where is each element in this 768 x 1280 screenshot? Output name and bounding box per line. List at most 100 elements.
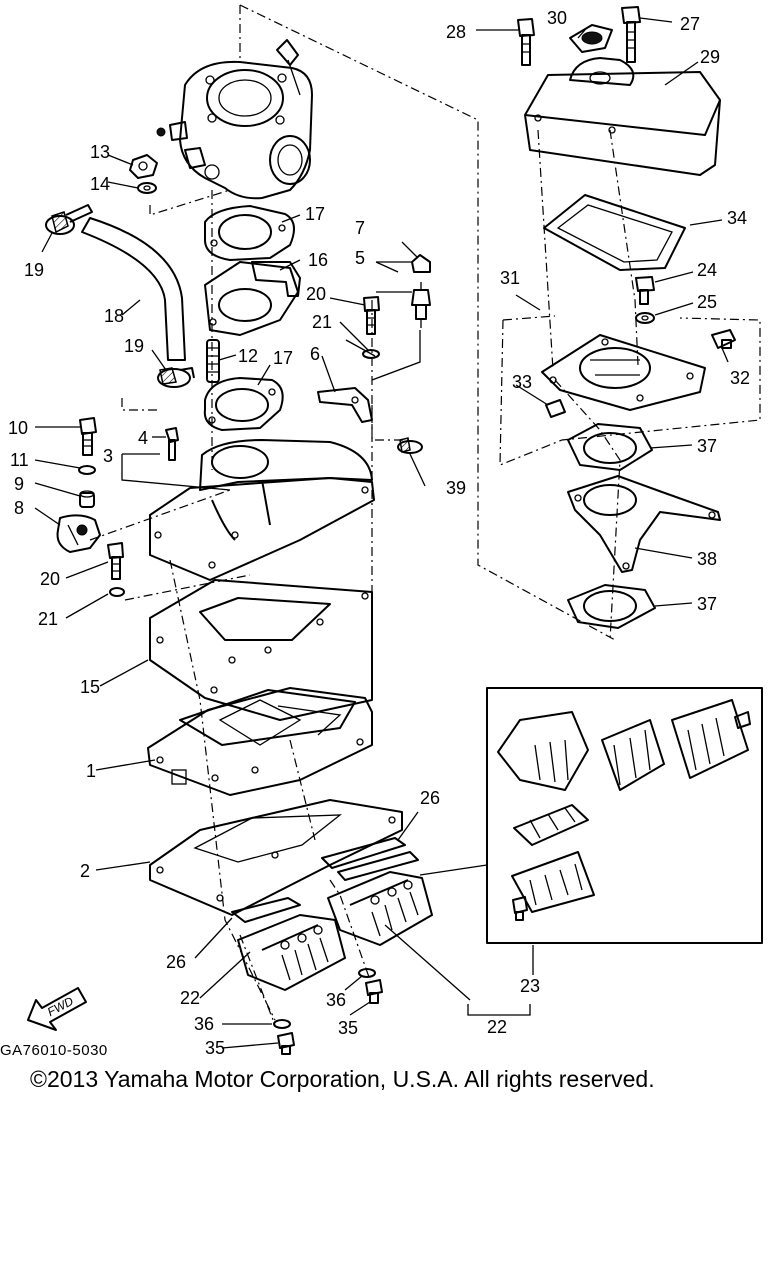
callout-29: 29	[700, 47, 720, 67]
part-19-hose-clamp-lower	[157, 367, 195, 388]
callout-36-right: 36	[326, 990, 346, 1010]
part-14-washer	[137, 182, 157, 194]
part-4-bolt	[165, 427, 179, 461]
part-8-bracket	[56, 514, 101, 553]
callout-14: 14	[90, 174, 110, 194]
callout-5: 5	[355, 248, 365, 268]
part-18-hose	[81, 217, 186, 361]
part-37-gasket-lower	[567, 584, 656, 629]
callout-3: 3	[103, 446, 113, 466]
callout-4: 4	[138, 428, 148, 448]
callout-27: 27	[680, 14, 700, 34]
part-38-bracket	[567, 475, 721, 573]
part-20-bolt-right	[363, 296, 380, 335]
part-15-gasket	[149, 579, 373, 721]
callout-33: 33	[512, 372, 532, 392]
callout-20-left: 20	[40, 569, 60, 589]
part-5-fitting	[411, 282, 431, 328]
part-32-fitting	[711, 329, 736, 349]
callout-35-left: 35	[205, 1038, 225, 1058]
callout-7: 7	[355, 218, 365, 238]
diagram-code: GA76010-5030	[0, 1042, 108, 1059]
callout-21-left: 21	[38, 609, 58, 629]
callout-37-lower: 37	[697, 594, 717, 614]
copyright-notice: ©2013 Yamaha Motor Corporation, U.S.A. A…	[30, 1066, 655, 1092]
part-33-plug	[545, 399, 566, 418]
part-23-kit-inset	[486, 687, 763, 944]
part-37-gasket-upper	[567, 423, 653, 471]
part-21-washer-right	[362, 349, 380, 359]
callout-32: 32	[730, 368, 750, 388]
part-35-screw-left	[277, 1032, 295, 1055]
part-21-washer-left	[109, 587, 125, 597]
part-39-clip	[397, 437, 423, 454]
part-35-screw-right	[365, 979, 383, 1004]
callout-30: 30	[547, 8, 567, 28]
callout-15: 15	[80, 677, 100, 697]
part-24-bolt	[635, 276, 655, 305]
part-10-bolt	[79, 417, 97, 456]
callout-25: 25	[697, 292, 717, 312]
part-2-gasket	[149, 799, 403, 916]
fwd-arrow-icon: FWD	[27, 987, 87, 1031]
callout-2: 2	[80, 861, 90, 881]
callout-22-right: 22	[487, 1017, 507, 1037]
callout-labels: 1 2 3 4 5 6 7 8 9 10 11 12 13 14 15 16 1…	[8, 8, 750, 1058]
part-28-bolt	[517, 18, 535, 66]
part-9-collar	[79, 490, 95, 508]
callout-1: 1	[86, 761, 96, 781]
part-12-stud	[206, 339, 220, 383]
part-26-gasket-right	[321, 837, 419, 881]
callout-26-right: 26	[420, 788, 440, 808]
callout-31: 31	[500, 268, 520, 288]
callout-8: 8	[14, 498, 24, 518]
callout-37-upper: 37	[697, 436, 717, 456]
callout-22-left: 22	[180, 988, 200, 1008]
part-22-reed-valve-left	[237, 914, 346, 991]
part-17-gasket-upper	[204, 205, 295, 261]
part-13-nut	[129, 154, 158, 179]
callout-12: 12	[238, 346, 258, 366]
part-20-bolt-left	[107, 542, 124, 580]
callout-36-left: 36	[194, 1014, 214, 1034]
part-1-housing	[147, 687, 373, 796]
assembly-lines	[89, 4, 639, 1026]
callout-38: 38	[697, 549, 717, 569]
part-31-base	[541, 334, 706, 411]
part-25-washer	[635, 312, 655, 324]
part-27-bolt	[621, 6, 641, 63]
part-31-outline	[499, 315, 761, 466]
callout-17-upper: 17	[305, 204, 325, 224]
callout-21-right: 21	[312, 312, 332, 332]
part-36-washer-left	[273, 1019, 291, 1029]
callout-10: 10	[8, 418, 28, 438]
callout-13: 13	[90, 142, 110, 162]
part-34-gasket	[543, 194, 686, 271]
part-17-gasket-lower	[203, 377, 284, 431]
part-7-cap	[411, 254, 431, 273]
callout-20-right: 20	[306, 284, 326, 304]
part-26-gasket-left	[231, 897, 301, 923]
callout-35-right: 35	[338, 1018, 358, 1038]
callout-28: 28	[446, 22, 466, 42]
part-19-hose-clamp-upper	[45, 204, 93, 235]
part-29-cover	[524, 57, 721, 176]
callout-18: 18	[104, 306, 124, 326]
leader-lines	[34, 17, 729, 1049]
carburetor	[156, 39, 313, 200]
part-3-intake-manifold	[149, 439, 375, 581]
part-16-mounting-plate	[204, 261, 301, 336]
callout-11: 11	[10, 450, 29, 470]
callout-16: 16	[308, 250, 328, 270]
callout-9: 9	[14, 474, 24, 494]
callout-24: 24	[697, 260, 717, 280]
callout-17-lower: 17	[273, 348, 293, 368]
callout-6: 6	[310, 344, 320, 364]
part-30-cap	[569, 24, 613, 53]
callout-23: 23	[520, 976, 540, 996]
callout-39: 39	[446, 478, 466, 498]
exploded-parts-diagram: FWD	[8, 4, 763, 1058]
part-11-washer	[78, 465, 96, 475]
callout-19-upper: 19	[24, 260, 44, 280]
